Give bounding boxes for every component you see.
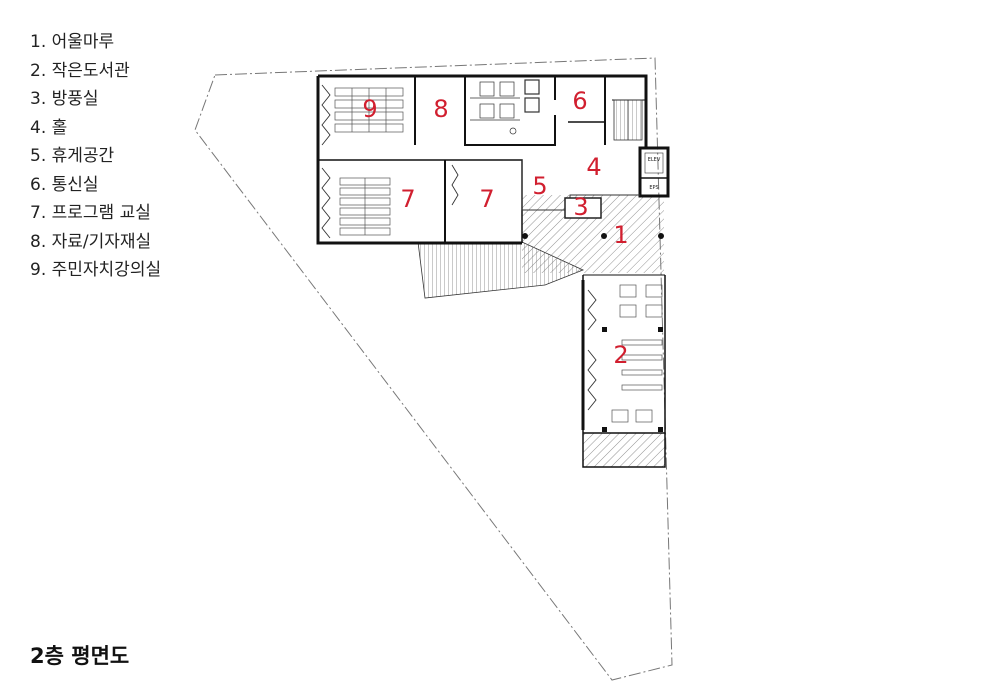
room-number-1: 1 xyxy=(613,221,628,249)
room-number-3: 3 xyxy=(573,193,588,221)
legend-item-8: 8. 자료/기자재실 xyxy=(30,231,152,252)
elevator-core xyxy=(638,146,670,198)
room-9-furniture xyxy=(334,87,404,133)
legend-item-5: 5. 휴게공간 xyxy=(30,146,115,166)
room-number-7-right: 7 xyxy=(479,185,494,213)
elevator-tag: ELEV xyxy=(648,157,661,163)
room-legend: 1. 어울마루 2. 작은도서관 3. 방풍실 4. 홀 5. 휴게공간 6. … xyxy=(30,28,161,285)
legend-item-4: 4. 홀 xyxy=(30,117,68,138)
wall-shelving xyxy=(321,84,597,411)
room-number-8: 8 xyxy=(433,95,448,123)
room-number-6: 6 xyxy=(572,87,587,115)
room-7-furniture xyxy=(339,177,391,236)
legend-item-7: 7. 프로그램 교실 xyxy=(30,203,151,223)
legend-item-2: 2. 작은도서관 xyxy=(30,60,130,81)
legend-item-6: 6. 통신실 xyxy=(30,174,99,195)
stairwell xyxy=(613,99,643,141)
room-number-4: 4 xyxy=(586,153,601,181)
windbreak-room xyxy=(564,197,602,219)
legend-item-1: 1. 어울마루 xyxy=(30,32,115,52)
legend-item-9: 9. 주민자치강의실 xyxy=(30,260,162,280)
library-furniture xyxy=(611,284,663,423)
plan-caption: 2층 평면도 xyxy=(30,644,130,668)
site-boundary xyxy=(194,57,673,681)
eps-tag: EPS xyxy=(649,185,658,191)
room-number-5: 5 xyxy=(532,172,547,200)
room-number-2: 2 xyxy=(613,341,628,369)
room-number-7-left: 7 xyxy=(400,185,415,213)
north-wing-walls xyxy=(316,74,648,245)
restroom-fixtures xyxy=(470,79,540,135)
south-wing-walls xyxy=(581,274,666,468)
south-terrace-hatch xyxy=(582,432,666,468)
room-number-9: 9 xyxy=(362,95,377,123)
legend-item-3: 3. 방풍실 xyxy=(30,89,99,109)
structural-columns xyxy=(522,233,664,432)
